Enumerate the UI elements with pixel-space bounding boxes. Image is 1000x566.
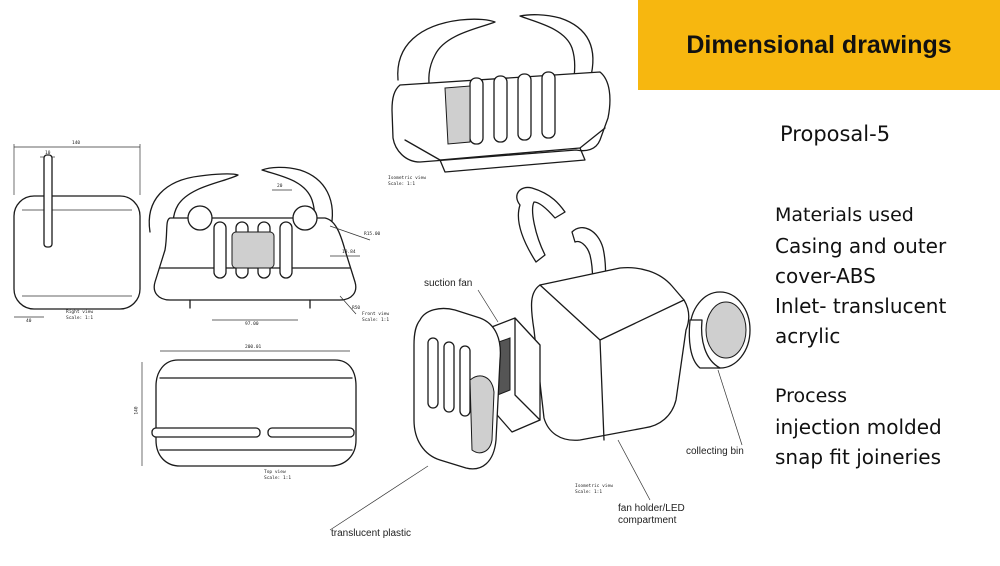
iso-bottom-view-scale: Scale: 1:1 <box>575 490 603 495</box>
dim-right-slot: 10 <box>45 151 51 156</box>
dim-front-19: 19.84 <box>342 250 356 255</box>
dim-top-height: 140 <box>134 406 140 415</box>
materials-line-1: Casing and outer <box>775 234 947 258</box>
dim-front-bottom: 97.00 <box>245 322 259 327</box>
right-view-scale: Scale: 1:1 <box>66 316 94 321</box>
materials-line-2: cover-ABS <box>775 264 876 288</box>
exploded-assembly-drawing <box>329 186 751 531</box>
slide-title: Dimensional drawings <box>686 30 952 59</box>
dim-front-slot: 20 <box>277 184 283 189</box>
callout-collecting-bin: collecting bin <box>686 446 744 457</box>
process-heading: Process <box>775 385 848 407</box>
proposal-label: Proposal-5 <box>780 122 891 146</box>
iso-top-view-scale: Scale: 1:1 <box>388 182 416 187</box>
materials-line-4: acrylic <box>775 324 841 348</box>
process-line-1: injection molded <box>775 415 942 439</box>
dim-front-r1: R15.00 <box>364 232 381 237</box>
process-line-2: snap fit joineries <box>775 445 942 469</box>
materials-heading: Materials used <box>775 204 914 226</box>
dim-right-depth: 40 <box>26 319 32 324</box>
right-view-drawing <box>13 144 141 318</box>
front-view-label: Front view <box>362 312 390 317</box>
right-view-label: Right view <box>66 310 94 315</box>
materials-line-3: Inlet- translucent <box>775 294 947 318</box>
top-view-scale: Scale: 1:1 <box>264 476 292 481</box>
iso-top-view-label: Isometric view <box>388 176 426 181</box>
isometric-top-drawing <box>391 14 611 173</box>
callout-translucent-plastic: translucent plastic <box>331 528 412 539</box>
front-view-scale: Scale: 1:1 <box>362 318 390 323</box>
dim-top-width: 200.01 <box>245 345 262 350</box>
dim-front-r2: R50 <box>352 306 361 311</box>
callout-fan-holder-1: fan holder/LED <box>618 503 685 514</box>
front-view-drawing <box>148 166 371 321</box>
top-view-label: Top view <box>264 470 286 475</box>
dim-right-width: 140 <box>72 141 81 146</box>
iso-bottom-view-label: Isometric view <box>575 484 613 489</box>
callout-fan-holder-2: compartment <box>618 515 677 526</box>
callout-suction-fan: suction fan <box>424 278 473 289</box>
title-banner: Dimensional drawings <box>638 0 1000 90</box>
top-view-drawing <box>141 350 357 467</box>
